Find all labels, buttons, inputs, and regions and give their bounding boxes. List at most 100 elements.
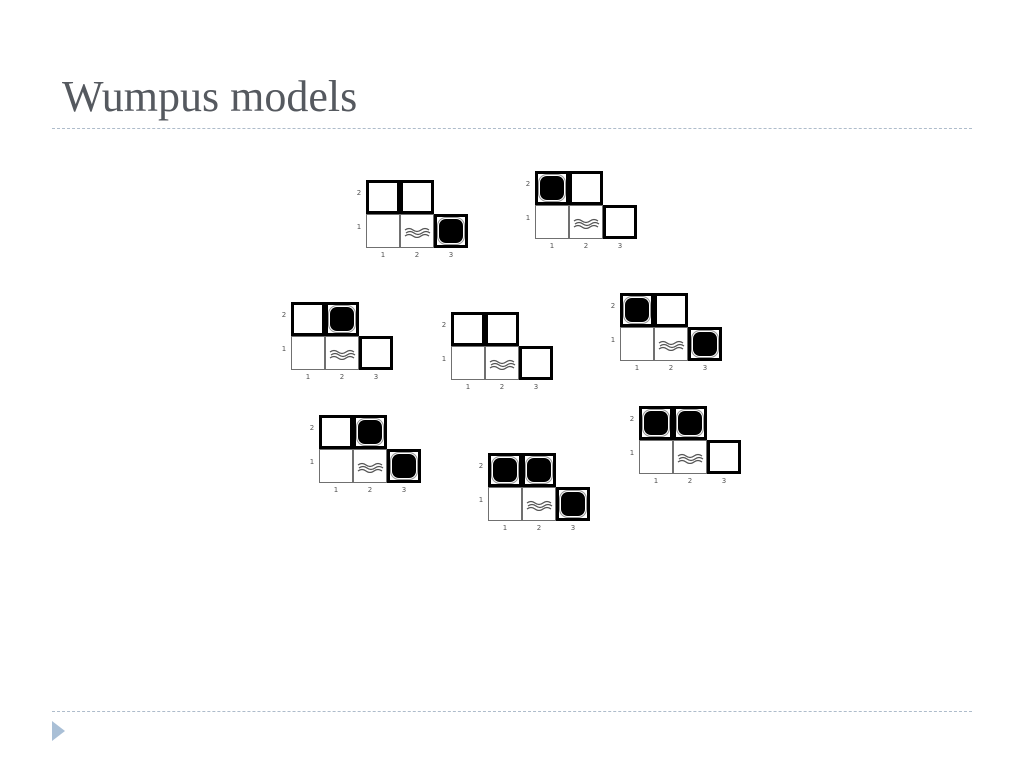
breeze-icon <box>658 340 685 351</box>
column-label: 3 <box>721 477 727 485</box>
cell-2-1 <box>353 449 387 483</box>
cell-1-2 <box>291 302 325 336</box>
cell-2-1 <box>654 327 688 361</box>
breeze-icon <box>489 359 516 370</box>
cell-2-1 <box>485 346 519 380</box>
cell-1-2 <box>620 293 654 327</box>
cell-1-2 <box>535 171 569 205</box>
row-label: 1 <box>629 449 635 457</box>
column-label: 1 <box>380 251 386 259</box>
cell-2-1 <box>400 214 434 248</box>
column-label: 3 <box>448 251 454 259</box>
row-label: 2 <box>356 189 362 197</box>
column-label: 3 <box>570 524 576 532</box>
row-label: 2 <box>309 424 315 432</box>
pit-icon <box>330 307 354 331</box>
cell-2-1 <box>569 205 603 239</box>
cell-1-2 <box>639 406 673 440</box>
cell-1-1 <box>620 327 654 361</box>
row-label: 2 <box>441 321 447 329</box>
breeze-icon <box>677 453 704 464</box>
pit-icon <box>527 458 551 482</box>
wumpus-model-3: 1 2 1 2 3 <box>281 302 405 398</box>
cell-1-1 <box>451 346 485 380</box>
row-label: 1 <box>281 345 287 353</box>
row-label: 2 <box>525 180 531 188</box>
row-label: 2 <box>610 302 616 310</box>
pit-icon <box>392 454 416 478</box>
column-label: 1 <box>549 242 555 250</box>
column-label: 1 <box>502 524 508 532</box>
breeze-icon <box>357 462 384 473</box>
slide-title: Wumpus models <box>62 72 358 121</box>
pit-icon <box>693 332 717 356</box>
column-label: 2 <box>583 242 589 250</box>
column-label: 2 <box>687 477 693 485</box>
cell-1-2 <box>451 312 485 346</box>
column-label: 3 <box>401 486 407 494</box>
cell-3-1 <box>603 205 637 239</box>
cell-3-1 <box>519 346 553 380</box>
breeze-icon <box>526 500 553 511</box>
row-label: 1 <box>478 496 484 504</box>
pit-icon <box>561 492 585 516</box>
column-label: 2 <box>367 486 373 494</box>
cell-2-2 <box>673 406 707 440</box>
wumpus-model-8: 1 2 1 2 3 <box>629 406 753 502</box>
cell-1-1 <box>291 336 325 370</box>
column-label: 3 <box>533 383 539 391</box>
row-label: 2 <box>281 311 287 319</box>
pit-icon <box>493 458 517 482</box>
row-label: 1 <box>610 336 616 344</box>
pit-icon <box>540 176 564 200</box>
cell-2-2 <box>325 302 359 336</box>
breeze-icon <box>329 349 356 360</box>
cell-2-2 <box>522 453 556 487</box>
cell-2-1 <box>673 440 707 474</box>
cell-2-2 <box>353 415 387 449</box>
column-label: 2 <box>536 524 542 532</box>
breeze-icon <box>404 227 431 238</box>
column-label: 3 <box>373 373 379 381</box>
row-label: 1 <box>441 355 447 363</box>
cell-2-2 <box>654 293 688 327</box>
column-label: 2 <box>339 373 345 381</box>
cell-3-1 <box>556 487 590 521</box>
next-slide-arrow-icon[interactable] <box>52 721 65 741</box>
cell-1-1 <box>319 449 353 483</box>
wumpus-model-4: 1 2 1 2 3 <box>441 312 565 408</box>
pit-icon <box>358 420 382 444</box>
wumpus-model-2: 1 2 1 2 3 <box>525 171 649 267</box>
row-label: 2 <box>629 415 635 423</box>
column-label: 1 <box>465 383 471 391</box>
cell-1-2 <box>319 415 353 449</box>
cell-3-1 <box>359 336 393 370</box>
pit-icon <box>625 298 649 322</box>
column-label: 1 <box>653 477 659 485</box>
column-label: 1 <box>333 486 339 494</box>
pit-icon <box>678 411 702 435</box>
cell-3-1 <box>434 214 468 248</box>
row-label: 1 <box>356 223 362 231</box>
cell-3-1 <box>387 449 421 483</box>
column-label: 2 <box>499 383 505 391</box>
column-label: 3 <box>617 242 623 250</box>
title-divider <box>52 128 972 129</box>
column-label: 1 <box>305 373 311 381</box>
cell-2-2 <box>485 312 519 346</box>
cell-1-2 <box>366 180 400 214</box>
pit-icon <box>644 411 668 435</box>
cell-1-2 <box>488 453 522 487</box>
row-label: 1 <box>525 214 531 222</box>
cell-2-2 <box>569 171 603 205</box>
cell-3-1 <box>688 327 722 361</box>
cell-1-1 <box>366 214 400 248</box>
breeze-icon <box>573 218 600 229</box>
cell-2-2 <box>400 180 434 214</box>
pit-icon <box>439 219 463 243</box>
